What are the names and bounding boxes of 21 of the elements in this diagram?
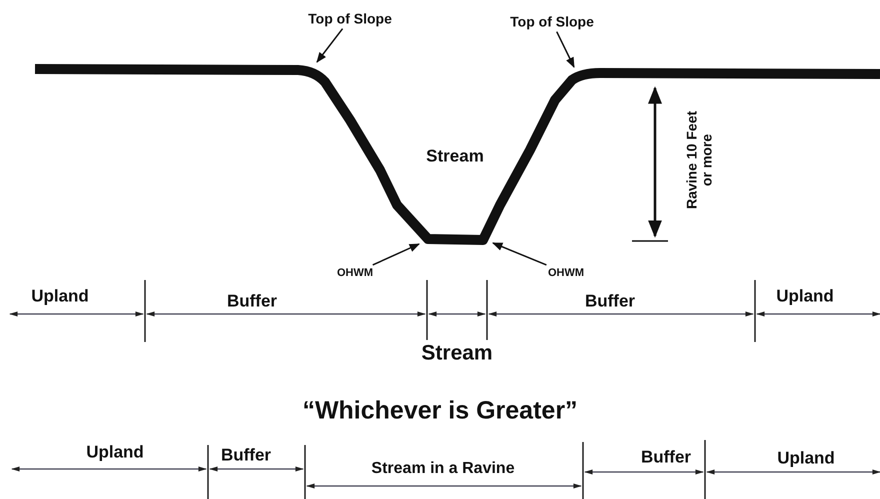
heading: “Whichever is Greater” (302, 397, 578, 425)
zone-label: Upland (777, 450, 835, 468)
leader-line (372, 243, 420, 266)
callout-text: OHWM (336, 266, 374, 280)
leader-line (556, 31, 575, 68)
zone-label: Upland (776, 288, 834, 306)
leader-line (316, 28, 344, 63)
zone-label: Buffer (640, 448, 692, 468)
callout-text: OHWM (548, 266, 584, 280)
zone-label: Upland (86, 444, 144, 462)
zone-label: Buffer (584, 292, 636, 312)
leader-line (492, 242, 547, 266)
callout-text: Top of Slope (308, 11, 392, 27)
zone-label: Stream (421, 341, 493, 365)
callout-text: Top of Slope (510, 14, 594, 30)
area-label: Stream (426, 148, 484, 166)
zone-label: Buffer (226, 292, 278, 312)
zone-label: Stream in a Ravine (371, 460, 515, 478)
zone-label: Upland (31, 288, 89, 306)
dimension-label: Ravine 10 Feet or more (684, 110, 716, 212)
zone-label: Buffer (220, 446, 272, 466)
